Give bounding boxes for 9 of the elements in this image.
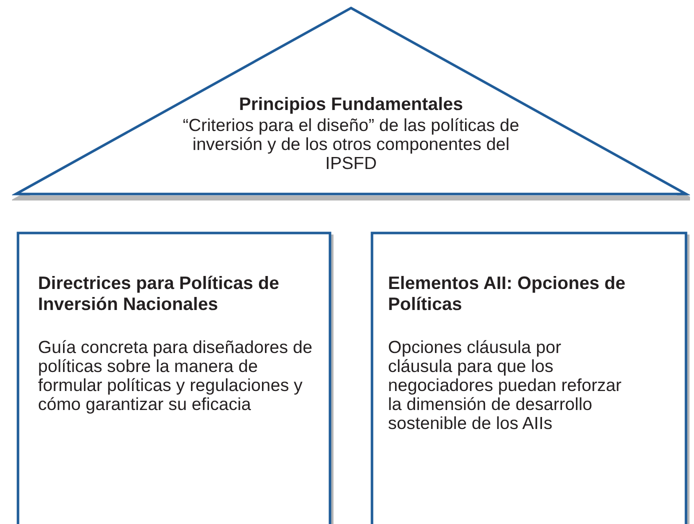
heading: Elementos AII: Opciones de Políticas xyxy=(388,273,626,315)
description: Guía concreta para diseñadores de políticas sobre la manera de formular políticas y regulaciones y cómo garantizar su eficacia xyxy=(38,338,314,414)
description: Opciones cláusula por cláusula para que los negociadores puedan reforzar la dimensión de desarrollo sostenible de los AIIs xyxy=(388,338,622,433)
description: “Criterios para el diseño” de las políticas de inversión y de los otros componentes del IPSFD xyxy=(182,116,520,173)
heading: Principios Fundamentales xyxy=(238,94,464,115)
pillar-box xyxy=(16,231,334,524)
pillar-box xyxy=(370,231,690,524)
roof-triangle xyxy=(12,6,690,202)
heading: Directrices para Políticas de Inversión Nacionales xyxy=(38,273,280,315)
